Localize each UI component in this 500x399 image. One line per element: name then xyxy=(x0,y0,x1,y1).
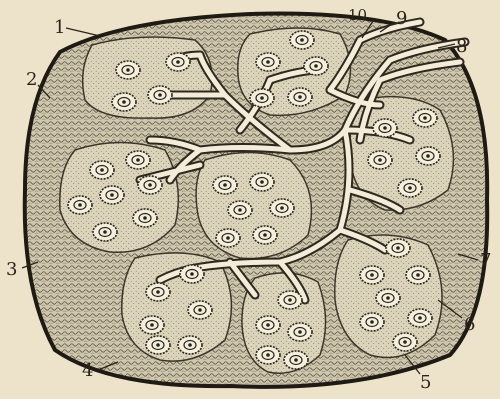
label-8: 8 xyxy=(456,36,467,57)
cell-nucleolus xyxy=(148,183,152,187)
cell-nucleolus xyxy=(298,95,302,99)
cell-nucleolus xyxy=(238,208,242,212)
cell-nucleolus xyxy=(403,340,407,344)
cell-nucleolus xyxy=(126,68,130,72)
cell-nucleolus xyxy=(378,158,382,162)
lobule xyxy=(196,153,311,259)
label-9: 9 xyxy=(396,8,407,29)
cell-nucleolus xyxy=(263,233,267,237)
cell-nucleolus xyxy=(408,186,412,190)
cell-nucleolus xyxy=(418,316,422,320)
cell-nucleolus xyxy=(423,116,427,120)
cell-nucleolus xyxy=(294,358,298,362)
cell-nucleolus xyxy=(78,203,82,207)
label-7: 7 xyxy=(480,250,491,271)
cell-nucleolus xyxy=(266,323,270,327)
cell-nucleolus xyxy=(260,180,264,184)
cell-nucleolus xyxy=(226,236,230,240)
cell-nucleolus xyxy=(122,100,126,104)
cell-nucleolus xyxy=(266,60,270,64)
cell-nucleolus xyxy=(426,154,430,158)
cell-nucleolus xyxy=(150,323,154,327)
cell-nucleolus xyxy=(416,273,420,277)
lobule xyxy=(83,37,212,118)
cell-nucleolus xyxy=(103,230,107,234)
cell-nucleolus xyxy=(370,273,374,277)
cell-nucleolus xyxy=(188,343,192,347)
cell-nucleolus xyxy=(383,126,387,130)
label-3: 3 xyxy=(6,259,17,280)
cell-nucleolus xyxy=(176,60,180,64)
cell-nucleolus xyxy=(156,343,160,347)
cell-nucleolus xyxy=(396,246,400,250)
label-4: 4 xyxy=(82,360,93,381)
cell-nucleolus xyxy=(370,320,374,324)
cell-nucleolus xyxy=(143,216,147,220)
label-6: 6 xyxy=(464,314,475,335)
cell-nucleolus xyxy=(314,64,318,68)
label-10: 10 xyxy=(348,6,367,24)
cell-nucleolus xyxy=(386,296,390,300)
cell-nucleolus xyxy=(110,193,114,197)
label-5: 5 xyxy=(420,372,431,393)
cell-nucleolus xyxy=(158,93,162,97)
cell-nucleolus xyxy=(300,38,304,42)
cell-nucleolus xyxy=(198,308,202,312)
cell-nucleolus xyxy=(156,290,160,294)
cell-nucleolus xyxy=(298,330,302,334)
cell-nucleolus xyxy=(136,158,140,162)
label-1: 1 xyxy=(54,17,65,38)
cell-nucleolus xyxy=(266,353,270,357)
cell-nucleolus xyxy=(190,272,194,276)
cell-nucleolus xyxy=(280,206,284,210)
cell-nucleolus xyxy=(288,298,292,302)
cell-nucleolus xyxy=(100,168,104,172)
cell-nucleolus xyxy=(223,183,227,187)
label-2: 2 xyxy=(26,69,37,90)
cell-nucleolus xyxy=(260,96,264,100)
